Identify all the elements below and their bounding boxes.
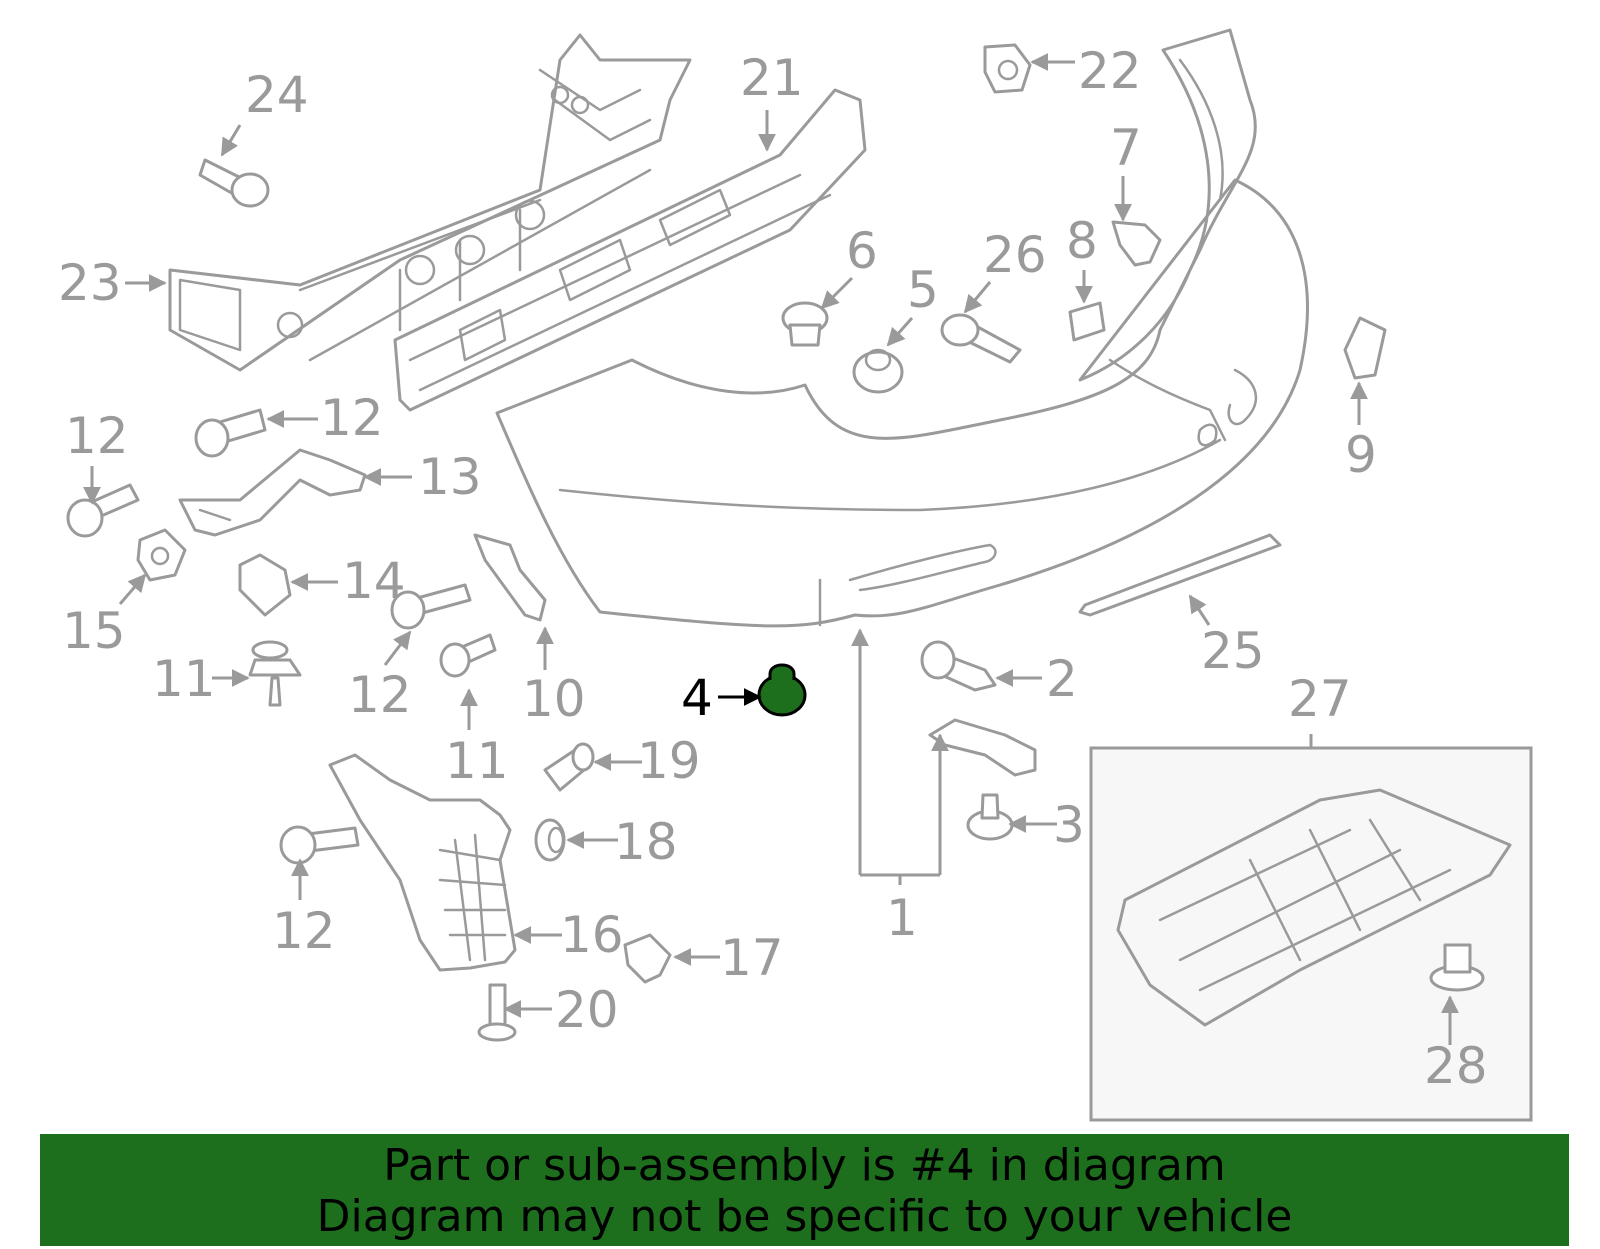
callout-8: 8	[1066, 212, 1098, 270]
callout-5: 5	[907, 261, 939, 319]
callout-12-low: 12	[272, 902, 336, 960]
callout-1: 1	[886, 889, 918, 947]
callout-15: 15	[62, 602, 126, 660]
clip-14	[238, 553, 292, 617]
callout-21: 21	[740, 49, 804, 107]
screw-2	[920, 640, 997, 692]
bracket-13	[178, 448, 367, 537]
callout-25: 25	[1201, 622, 1265, 680]
callout-13: 13	[418, 448, 482, 506]
banner-line-1: Part or sub-assembly is #4 in diagram	[383, 1140, 1226, 1191]
callout-3: 3	[1053, 796, 1085, 854]
callout-11-left: 11	[152, 650, 216, 708]
callout-24: 24	[245, 66, 309, 124]
callout-9: 9	[1345, 426, 1377, 484]
callout-4: 4	[681, 669, 713, 727]
bumper-cover	[495, 28, 1309, 628]
callout-14: 14	[342, 552, 406, 610]
grommet-5	[852, 348, 904, 394]
callout-22: 22	[1078, 42, 1142, 100]
callout-20: 20	[555, 981, 619, 1039]
callout-7: 7	[1110, 119, 1142, 177]
callout-11-mid: 11	[445, 732, 509, 790]
bolt-12-a	[194, 408, 267, 458]
callout-12-left: 12	[65, 407, 129, 465]
bracket-3	[928, 718, 1037, 777]
clip-28	[1429, 943, 1485, 992]
callout-26: 26	[983, 226, 1047, 284]
callout-6: 6	[846, 222, 878, 280]
callout-19: 19	[637, 732, 701, 790]
nut-15	[136, 528, 187, 582]
callout-16: 16	[560, 906, 624, 964]
bolt-24	[198, 158, 270, 208]
bracket-22	[983, 43, 1032, 94]
pin-11-a	[248, 640, 302, 707]
rivet-20	[477, 983, 517, 1042]
reflector-9	[1343, 316, 1387, 380]
pin-11-b	[439, 633, 497, 678]
bumper-reinforcement	[168, 33, 692, 372]
undercover-inset	[1089, 746, 1533, 1122]
pad-8	[1068, 301, 1106, 342]
banner-line-2: Diagram may not be specific to your vehi…	[316, 1191, 1293, 1242]
info-banner: Part or sub-assembly is #4 in diagram Di…	[40, 1134, 1569, 1246]
callout-28: 28	[1424, 1037, 1488, 1095]
leader-lines	[83, 53, 1459, 1045]
callout-10: 10	[522, 670, 586, 728]
highlighted-part-4[interactable]	[757, 663, 807, 717]
bolt-12-c	[390, 583, 472, 630]
callout-labels: 24 21 22 23 7 6 5 26 8 12 12 13 9 14 15 …	[58, 42, 1488, 1095]
reflector-25	[1078, 533, 1282, 617]
callout-17: 17	[720, 929, 784, 987]
mudguard-16	[328, 753, 517, 972]
callout-12-top: 12	[320, 389, 384, 447]
callout-23: 23	[58, 254, 122, 312]
callout-12-mid: 12	[348, 666, 412, 724]
bracket-10	[473, 533, 547, 622]
clip-17	[623, 933, 672, 984]
grommet-18	[534, 818, 566, 862]
callout-2: 2	[1046, 650, 1078, 708]
clip-6	[781, 301, 829, 347]
bolt-3	[966, 793, 1014, 841]
screw-26	[940, 313, 1022, 364]
bolt-12-d	[279, 825, 360, 865]
bolt-12-b	[66, 483, 140, 538]
energy-absorber	[393, 88, 867, 412]
clip-19	[543, 742, 595, 792]
clip-7	[1111, 220, 1162, 267]
callout-27: 27	[1288, 670, 1352, 728]
callout-18: 18	[614, 813, 678, 871]
